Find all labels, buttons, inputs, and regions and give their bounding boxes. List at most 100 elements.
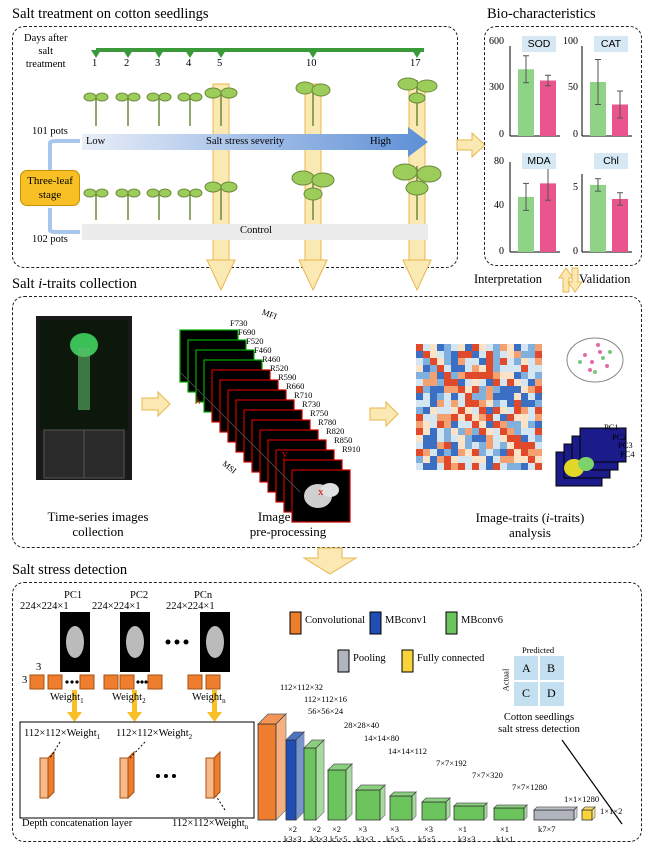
heatmap-cell [514, 414, 521, 421]
heatmap-cell [430, 435, 437, 442]
severity-label: Salt stress severity [206, 136, 285, 147]
heatmap-cell [486, 449, 493, 456]
control-label: Control [240, 225, 273, 236]
heatmap-cell [514, 386, 521, 393]
network-layers [257, 713, 596, 821]
heatmap-cell [486, 379, 493, 386]
low-label: Low [86, 136, 106, 147]
heatmap-cell [444, 463, 451, 470]
heatmap-cell [472, 372, 479, 379]
heatmap-cell [528, 407, 535, 414]
heatmap-cell [437, 449, 444, 456]
heatmap-cell [507, 386, 514, 393]
pc1-label: PC1 [604, 422, 619, 432]
heatmap-cell [535, 407, 542, 414]
heatmap-cell [451, 421, 458, 428]
heatmap-cell [507, 400, 514, 407]
heatmap-cell [458, 449, 465, 456]
layer-repeat: ×3 [390, 824, 400, 834]
heatmap-cell [444, 456, 451, 463]
control-plants [83, 163, 442, 220]
heatmap-cell [514, 442, 521, 449]
heatmap-cell [437, 351, 444, 358]
heatmap-cell [479, 435, 486, 442]
heatmap-cell [451, 344, 458, 351]
heatmap [416, 344, 542, 470]
heatmap-cell [479, 365, 486, 372]
heatmap-cell [437, 421, 444, 428]
matrix-actual: Actual [500, 668, 511, 692]
heatmap-cell [423, 393, 430, 400]
cat-tick-50: 50 [568, 82, 578, 93]
heatmap-cell [430, 379, 437, 386]
layer-dim: 56×56×24 [308, 706, 344, 716]
heatmap-cell [437, 407, 444, 414]
heatmap-cell [444, 344, 451, 351]
heatmap-cell [465, 358, 472, 365]
heatmap-cell [528, 386, 535, 393]
heatmap-cell [493, 344, 500, 351]
heatmap-cell [528, 365, 535, 372]
heatmap-cell [458, 421, 465, 428]
heatmap-cell [535, 344, 542, 351]
heatmap-cell [486, 414, 493, 421]
heatmap-cell [486, 407, 493, 414]
heatmap-cell [486, 435, 493, 442]
treatment-pots: 101 pots [32, 126, 68, 137]
heatmap-cell [507, 435, 514, 442]
heatmap-cell [500, 393, 507, 400]
band-label: R750 [310, 408, 329, 418]
heatmap-cell [472, 386, 479, 393]
band-label: R910 [342, 444, 361, 454]
heatmap-cell [416, 435, 423, 442]
heatmap-cell [479, 400, 486, 407]
heatmap-cell [514, 379, 521, 386]
heatmap-cell [493, 421, 500, 428]
heatmap-cell [458, 386, 465, 393]
band-label: R660 [286, 381, 305, 391]
heatmap-cell [472, 365, 479, 372]
heatmap-cell [416, 386, 423, 393]
bio-label-cat: CAT [594, 36, 628, 52]
pcn-name: PCn [194, 590, 213, 601]
heatmap-cell [444, 393, 451, 400]
heatmap-cell [514, 351, 521, 358]
heatmap-cell [500, 407, 507, 414]
heatmap-cell [479, 456, 486, 463]
band-label: F460 [254, 345, 272, 355]
bio-label-sod: SOD [522, 36, 556, 52]
heatmap-cell [458, 435, 465, 442]
cat-tick-0: 0 [573, 129, 578, 140]
heatmap-cell [521, 414, 528, 421]
heatmap-cell [486, 351, 493, 358]
layer-kernel: k7×7 [538, 824, 556, 834]
mda-tick-0: 0 [499, 246, 504, 257]
heatmap-cell [500, 463, 507, 470]
heatmap-cell [451, 435, 458, 442]
heatmap-cell [423, 386, 430, 393]
heatmap-cell [472, 379, 479, 386]
heatmap-cell [423, 421, 430, 428]
heatmap-cell [416, 428, 423, 435]
heatmap-cell [430, 463, 437, 470]
heatmap-cell [528, 449, 535, 456]
network-layer [533, 809, 575, 821]
heatmap-cell [528, 351, 535, 358]
heatmap-cell [437, 414, 444, 421]
heatmap-cell [535, 365, 542, 372]
bio-title: Bio-characteristics [487, 6, 596, 22]
heatmap-cell [493, 365, 500, 372]
pc2-dim: 224×224×1 [92, 601, 141, 612]
network-layer [453, 805, 485, 821]
heatmap-cell [493, 442, 500, 449]
heatmap-cell [535, 463, 542, 470]
heatmap-cell [528, 358, 535, 365]
heatmap-cell [528, 400, 535, 407]
heatmap-cell [514, 428, 521, 435]
heatmap-cell [535, 386, 542, 393]
heatmap-cell [521, 386, 528, 393]
heatmap-cell [416, 358, 423, 365]
heatmap-cell [535, 379, 542, 386]
